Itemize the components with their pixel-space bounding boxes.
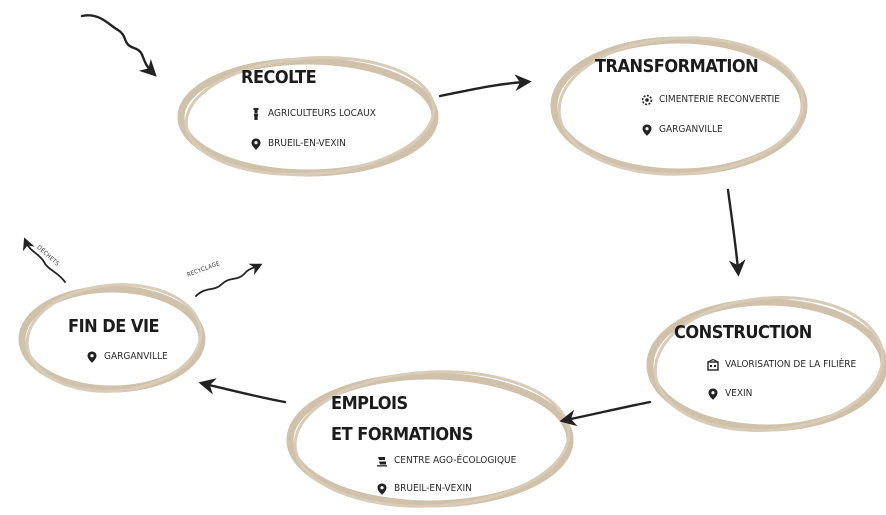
construction-actor-label: VALORISATION DE LA FILIÈRE (725, 359, 857, 370)
arrow-transformation-to-construction (726, 188, 746, 277)
recolte-line-1: AGRICULTEURS LOCAUX (250, 108, 376, 120)
farmer-icon (253, 108, 259, 120)
arrow-emplois-to-fin-de-vie (198, 378, 287, 404)
title-emplois-line2: ET FORMATIONS (331, 424, 473, 445)
fin-de-vie-line-1: GARGANVILLE (86, 351, 168, 363)
title-recolte: RECOLTE (241, 67, 317, 88)
school-icon (377, 457, 387, 467)
recolte-place-label: BRUEIL-EN-VEXIN (268, 138, 346, 149)
fin-de-vie-place-label: GARGANVILLE (104, 351, 168, 362)
title-construction: CONSTRUCTION (674, 322, 812, 343)
arrow-recolte-to-transformation (438, 74, 532, 98)
emplois-line-2: BRUEIL-EN-VEXIN (376, 483, 472, 495)
ring-recolte (177, 55, 439, 177)
emplois-actor-label: CENTRE AGO-ÉCOLOGIQUE (394, 455, 517, 466)
ring-construction (646, 296, 886, 432)
location-pin-icon (642, 124, 652, 136)
title-transformation: TRANSFORMATION (595, 56, 759, 77)
location-pin-icon (708, 388, 718, 400)
recolte-line-2: BRUEIL-EN-VEXIN (250, 138, 346, 150)
ring-emplois (286, 370, 574, 508)
construction-line-1: VALORISATION DE LA FILIÈRE (707, 359, 856, 371)
squiggle-arrow-start (80, 14, 157, 77)
title-fin-de-vie: FIN DE VIE (68, 316, 160, 337)
emplois-place-label: BRUEIL-EN-VEXIN (394, 483, 472, 494)
transformation-actor-label: CIMENTERIE RECONVERTIE (659, 94, 780, 105)
squiggle-arrow-dechets (22, 237, 66, 283)
emplois-line-1: CENTRE AGO-ÉCOLOGIQUE (376, 455, 516, 467)
ring-fin-de-vie (18, 283, 206, 393)
gear-icon (641, 94, 653, 106)
construction-place-label: VEXIN (725, 388, 753, 399)
title-emplois-line1: EMPLOIS (331, 393, 408, 414)
location-pin-icon (87, 351, 97, 363)
building-icon (707, 359, 719, 371)
transformation-line-2: GARGANVILLE (641, 124, 723, 136)
construction-line-2: VEXIN (707, 388, 752, 400)
transformation-place-label: GARGANVILLE (659, 124, 723, 135)
recolte-actor-label: AGRICULTEURS LOCAUX (268, 108, 376, 119)
location-pin-icon (251, 138, 261, 150)
squiggle-arrow-recyclage (195, 263, 263, 297)
arrow-construction-to-emplois (559, 400, 652, 427)
transformation-line-1: CIMENTERIE RECONVERTIE (641, 94, 780, 106)
location-pin-icon (377, 483, 387, 495)
ring-transformation (550, 36, 808, 176)
